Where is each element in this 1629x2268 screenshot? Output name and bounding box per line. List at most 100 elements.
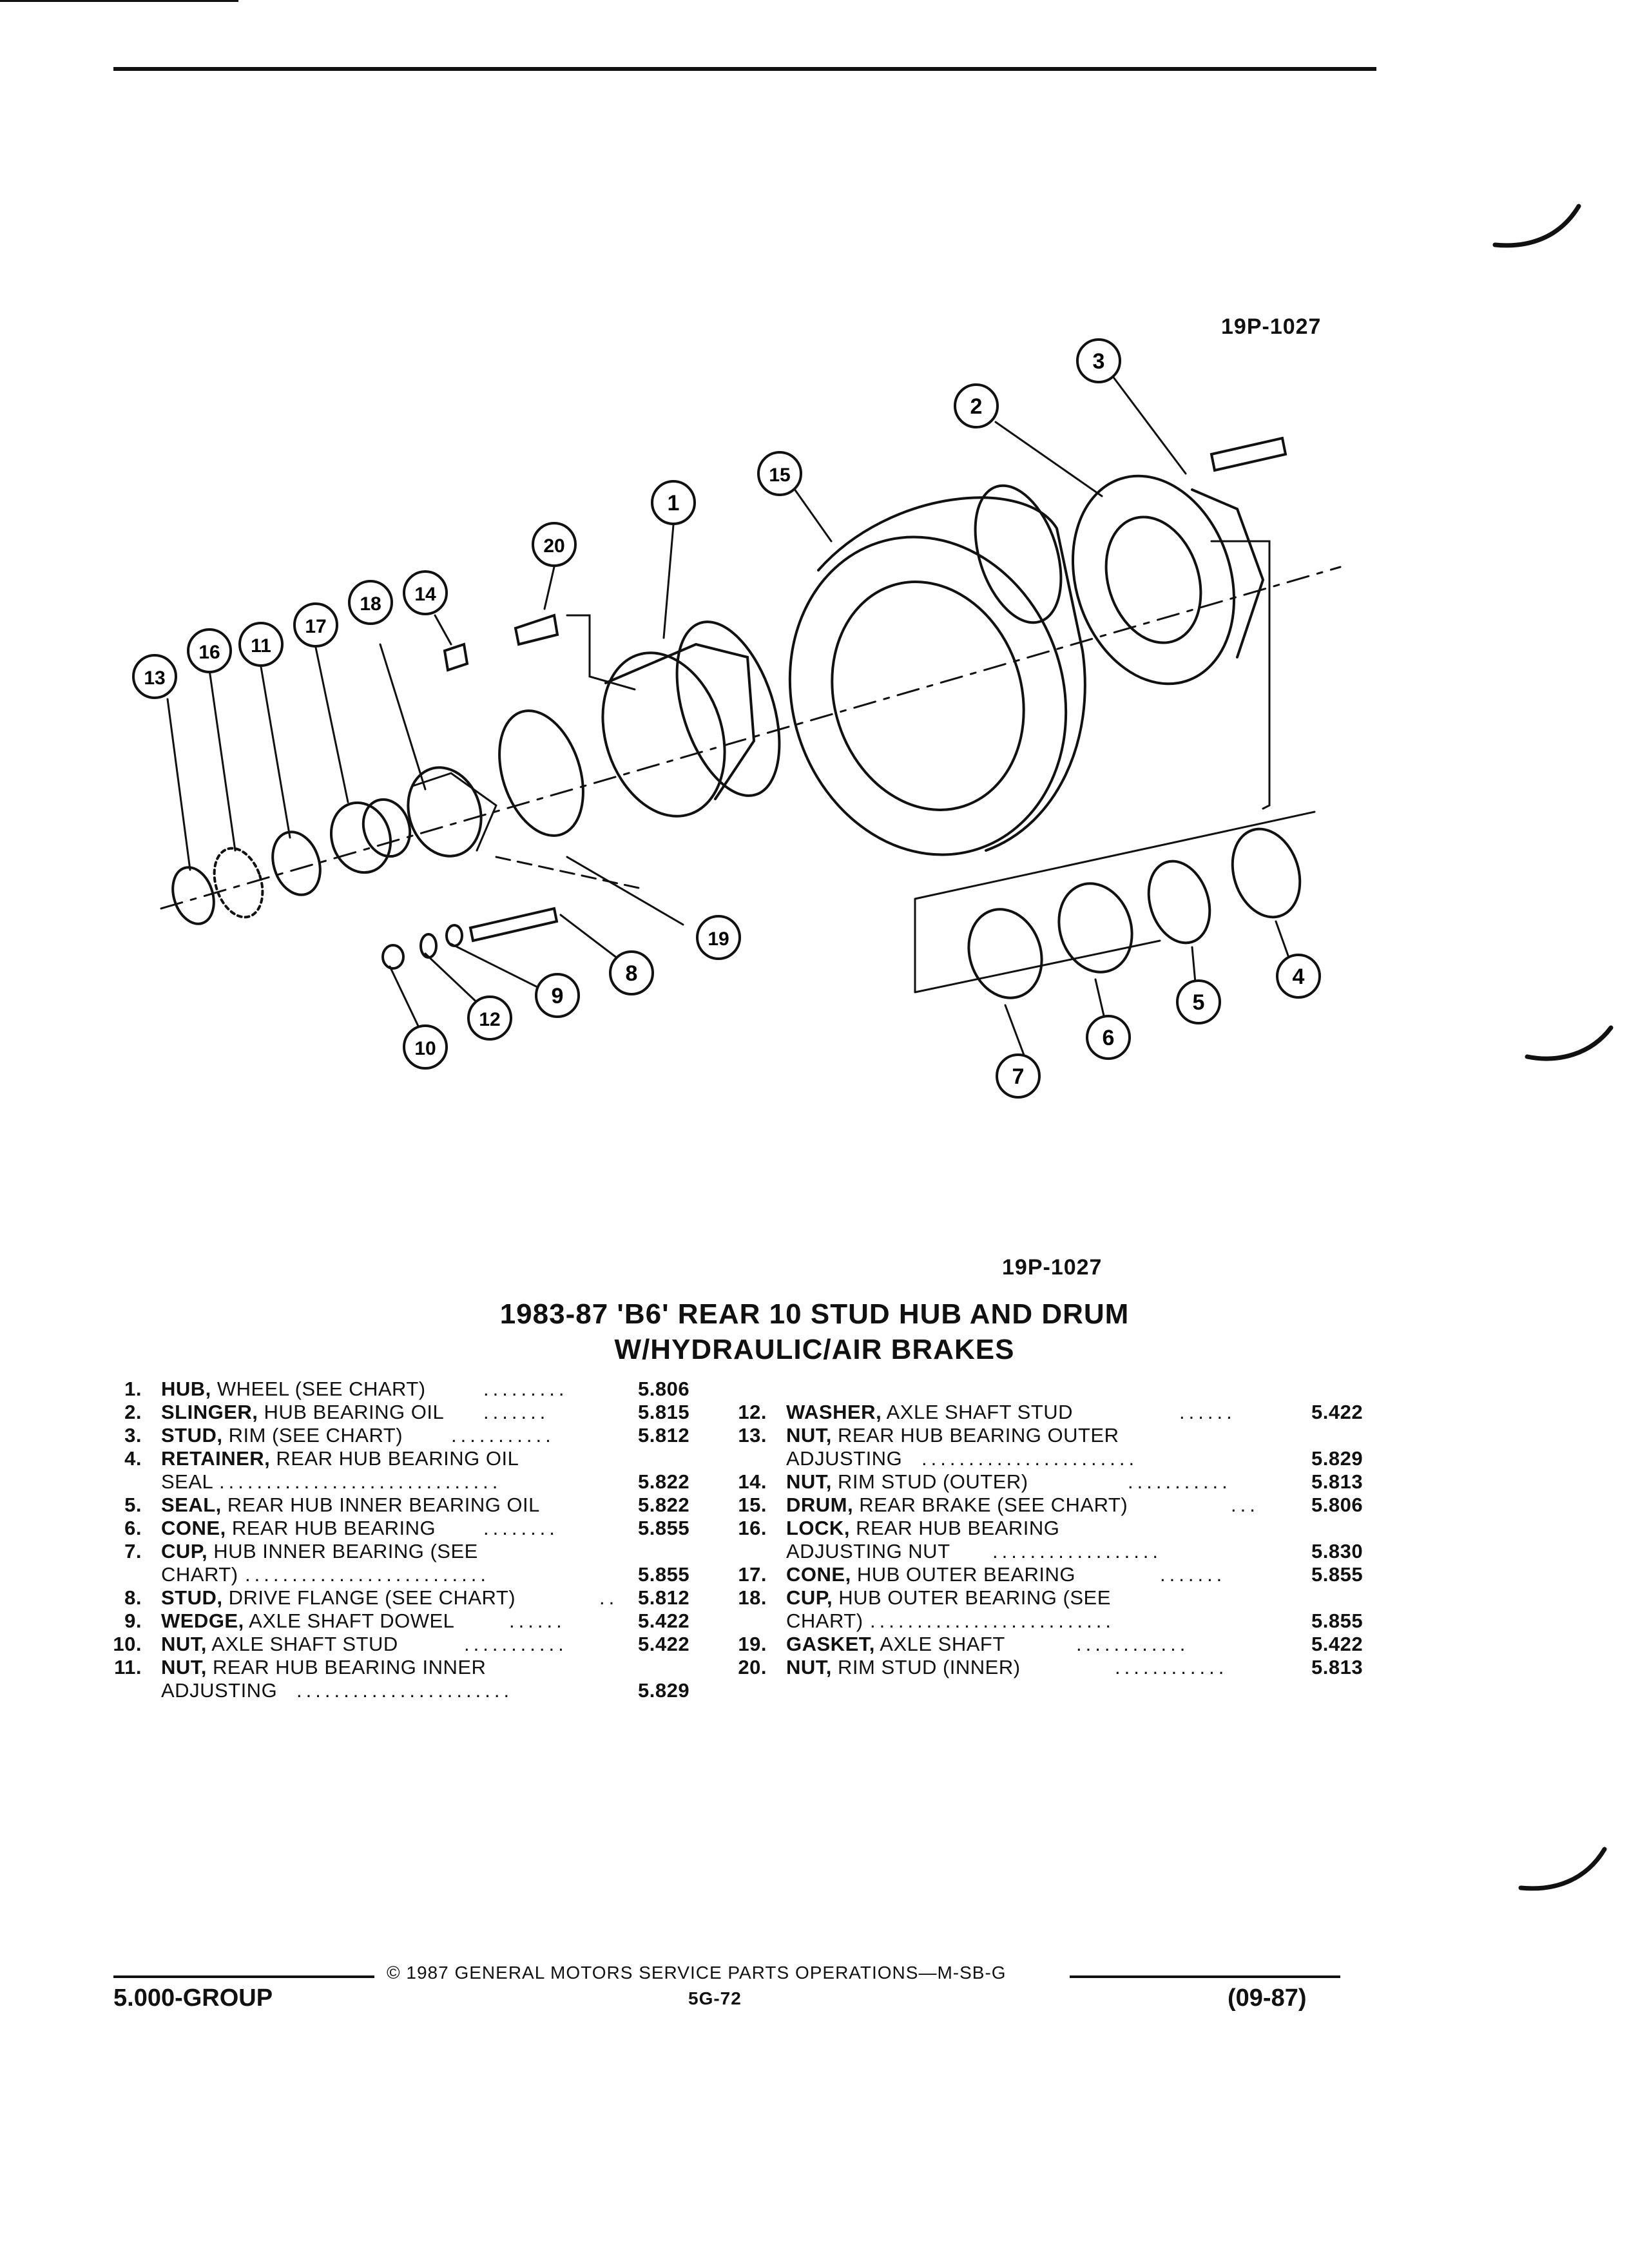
oil-seal-retainer: [1231, 827, 1302, 919]
list-item: 13. NUT, REAR HUB BEARING OUTER: [738, 1424, 1119, 1446]
drive-flange-stud: [468, 907, 559, 943]
inner-bearing-seal: [1147, 860, 1211, 945]
list-item: 2. SLINGER, HUB BEARING OIL ....... 5.81…: [124, 1401, 690, 1423]
stud-outline: [566, 614, 636, 691]
wheel-hub: [601, 620, 781, 818]
outer-bearing-cup: [407, 766, 483, 858]
callout-3: 3: [1076, 338, 1121, 383]
footer-rule-right: [1070, 1975, 1340, 1978]
callout-4: 4: [1276, 954, 1321, 999]
exploded-hub-drum-diagram: 1 2 3 4 5 6 7 8 9 10 11 12 13 14 15 16 1…: [132, 338, 1342, 1099]
inner-adjusting-nut: [271, 831, 322, 896]
parts-list-right: 12. WASHER, AXLE SHAFT STUD ...... 5.422…: [715, 1401, 1398, 1679]
svg-text:2: 2: [970, 394, 983, 419]
list-item: SEAL .............................. 5.82…: [161, 1470, 690, 1493]
list-item: 15. DRUM, REAR BRAKE (SEE CHART) ... 5.8…: [738, 1494, 1364, 1516]
callout-19: 19: [696, 915, 741, 960]
list-item: 4. RETAINER, REAR HUB BEARING OIL: [124, 1447, 519, 1470]
page-title-line2: W/HYDRAULIC/AIR BRAKES: [614, 1334, 1015, 1365]
axle-stud-nut: [381, 944, 405, 970]
leader-lines: [166, 369, 1293, 1058]
svg-text:1: 1: [668, 491, 680, 515]
callout-group: 1 2 3 4 5 6 7 8 9 10 11 12 13 14 15 16 1…: [132, 338, 1321, 1099]
hub-flange: [1072, 474, 1265, 686]
list-item: CHART) .......................... 5.855: [161, 1563, 690, 1586]
revision-date: (09-87): [1228, 1984, 1307, 2012]
axle-gasket: [498, 709, 584, 837]
rim-stud: [1210, 436, 1287, 472]
copyright-notice: © 1987 GENERAL MOTORS SERVICE PARTS OPER…: [387, 1963, 1007, 1983]
parts-list-left: 1. HUB, WHEEL (SEE CHART) ......... 5.80…: [90, 1378, 728, 1702]
inner-bearing-cup: [967, 908, 1043, 999]
list-item: 16. LOCK, REAR HUB BEARING: [738, 1517, 1060, 1539]
stud-bracket: [495, 856, 646, 890]
list-item: 18. CUP, HUB OUTER BEARING (SEE: [738, 1586, 1111, 1609]
margin-mark: [1492, 204, 1581, 248]
svg-text:11: 11: [251, 635, 271, 657]
list-item: 3. STUD, RIM (SEE CHART) ........... 5.8…: [124, 1424, 690, 1446]
callout-1: 1: [651, 480, 696, 525]
list-item: 20. NUT, RIM STUD (INNER) ............ 5…: [738, 1656, 1364, 1678]
margin-mark: [1525, 1025, 1614, 1061]
svg-text:4: 4: [1293, 965, 1305, 989]
outer-bearing-cone: [329, 801, 392, 874]
list-item: ADJUSTING ....................... 5.829: [786, 1447, 1364, 1470]
callout-17: 17: [293, 602, 338, 648]
top-corner-rule: [0, 0, 238, 2]
svg-text:19: 19: [708, 928, 729, 950]
drum-bracket: [1210, 540, 1271, 810]
callout-16: 16: [187, 628, 232, 673]
svg-text:12: 12: [479, 1009, 500, 1030]
callout-9: 9: [535, 973, 580, 1018]
inner-bearing-cone: [1057, 882, 1133, 974]
page-number: 5G-72: [688, 1988, 742, 2008]
figure-id-top: 19P-1027: [1221, 314, 1322, 339]
svg-text:10: 10: [414, 1038, 436, 1059]
callout-8: 8: [609, 950, 654, 995]
list-item: 11. NUT, REAR HUB BEARING INNER: [114, 1656, 487, 1678]
outer-adjusting-nut: [171, 866, 215, 925]
list-item: ADJUSTING ....................... 5.829: [161, 1679, 690, 1702]
list-item: 7. CUP, HUB INNER BEARING (SEE: [124, 1540, 478, 1562]
list-item: 9. WEDGE, AXLE SHAFT DOWEL ...... 5.422: [124, 1610, 690, 1632]
callout-13: 13: [132, 654, 177, 699]
svg-text:18: 18: [360, 593, 381, 615]
callout-15: 15: [757, 451, 802, 496]
svg-text:13: 13: [144, 668, 165, 689]
top-rule: [113, 67, 1376, 71]
axis-centerline: [160, 566, 1342, 910]
svg-text:17: 17: [305, 616, 326, 637]
callout-10: 10: [403, 1024, 448, 1070]
svg-text:7: 7: [1012, 1064, 1025, 1089]
svg-text:9: 9: [552, 984, 564, 1008]
svg-text:14: 14: [414, 584, 436, 605]
callout-14: 14: [403, 570, 448, 615]
svg-text:20: 20: [543, 535, 564, 557]
callout-5: 5: [1176, 979, 1221, 1024]
brake-drum: [788, 484, 1086, 856]
svg-text:5: 5: [1193, 990, 1205, 1015]
list-item: ADJUSTING NUT .................. 5.830: [786, 1540, 1364, 1562]
list-item: 14. NUT, RIM STUD (OUTER) ........... 5.…: [738, 1470, 1364, 1493]
callout-11: 11: [238, 622, 284, 667]
svg-text:16: 16: [198, 642, 220, 663]
callout-6: 6: [1086, 1015, 1131, 1060]
list-item: 1. HUB, WHEEL (SEE CHART) ......... 5.80…: [124, 1378, 690, 1400]
inner-bearing-bracket: [914, 811, 1316, 994]
axle-dowel-wedge: [445, 924, 463, 947]
adjusting-nut-lock: [213, 847, 264, 919]
margin-mark: [1518, 1847, 1607, 1891]
footer-rule-left: [113, 1975, 374, 1978]
callout-18: 18: [348, 580, 393, 625]
page-title-line1: 1983-87 'B6' REAR 10 STUD HUB AND DRUM: [499, 1298, 1130, 1330]
callout-12: 12: [467, 995, 512, 1041]
axle-stud-washer: [419, 933, 438, 959]
list-item: 10. NUT, AXLE SHAFT STUD ........... 5.4…: [113, 1633, 690, 1655]
list-item: 17. CONE, HUB OUTER BEARING ....... 5.85…: [738, 1563, 1364, 1586]
list-item: 6. CONE, REAR HUB BEARING ........ 5.855: [124, 1517, 690, 1539]
list-item: CHART) .......................... 5.855: [786, 1610, 1364, 1632]
list-item: 12. WASHER, AXLE SHAFT STUD ...... 5.422: [738, 1401, 1364, 1423]
svg-text:6: 6: [1103, 1026, 1115, 1050]
rim-stud-inner-nut: [514, 613, 559, 646]
group-label: 5.000-GROUP: [113, 1984, 273, 2012]
